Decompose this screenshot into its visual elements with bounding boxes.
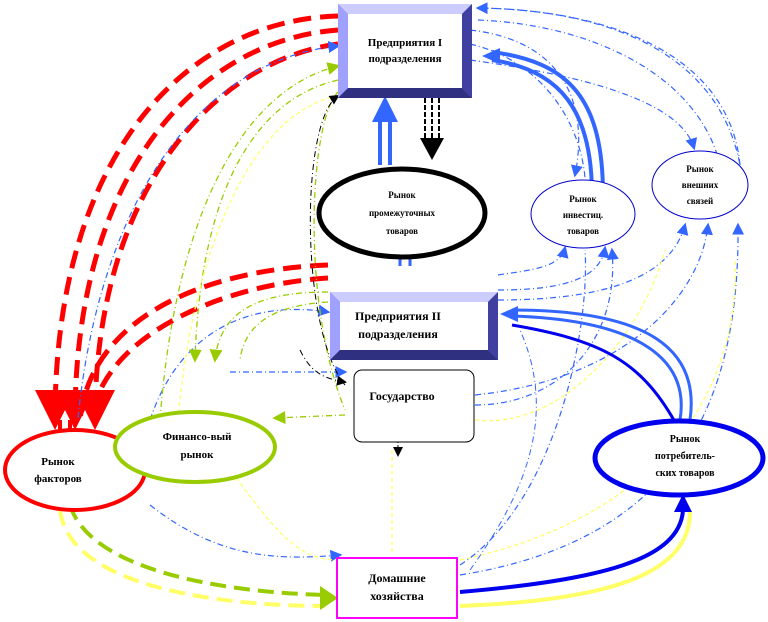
- flow-black-to-state: [299, 349, 347, 386]
- investment-line2: инвестиц.: [563, 210, 603, 220]
- flow-blue-households-e2: [469, 329, 537, 571]
- enterprise-1-line2: подразделения: [368, 53, 441, 65]
- consumer-line1: Рынок: [670, 434, 701, 445]
- node-intermediate-market: Рынок промежуточных товаров: [316, 166, 488, 260]
- enterprise-2-line2: подразделения: [358, 327, 438, 341]
- financial-line1: Финансо-вый: [163, 431, 233, 443]
- node-enterprise-1: Предприятия I подразделения: [338, 4, 472, 98]
- flow-yellow-finance-e1: [177, 95, 339, 421]
- flow-red-e2-factors-2: [89, 275, 329, 421]
- consumer-line3: ских товаров: [655, 468, 715, 479]
- flow-factors-households: [58, 504, 338, 610]
- flow-blue-intermediate-e1: [372, 96, 412, 266]
- node-financial-market: Финансо-вый рынок: [113, 410, 277, 484]
- external-line2: внешних: [682, 180, 719, 190]
- flow-blue-e1-invest-1: [469, 29, 583, 178]
- flow-olive-e2-finance-1: [209, 291, 329, 363]
- node-households: Домашние хозяйства: [336, 557, 458, 619]
- flow-red-e1-factors-1: [35, 13, 339, 430]
- intermediate-line3: товаров: [386, 226, 418, 236]
- flow-blue-e1-invest-2: [469, 43, 586, 179]
- households-line2: хозяйства: [370, 589, 423, 603]
- node-consumer-market: Рынок потребитель- ских товаров: [592, 418, 766, 498]
- flow-blue-invest-e1: [482, 48, 605, 196]
- flow-red-factors: [35, 13, 339, 445]
- flow-blue-factors-e1: [77, 41, 341, 419]
- enterprise-2-line1: Предприятия II: [355, 309, 441, 323]
- flow-yellow: [177, 95, 736, 561]
- flow-black-e1-intermediate: [420, 98, 444, 160]
- flow-olive: [159, 62, 346, 425]
- investment-line1: Рынок: [569, 194, 597, 204]
- flow-red-e1-factors-2: [55, 27, 339, 430]
- external-line1: Рынок: [686, 164, 714, 174]
- flow-olive-finance-e1-1: [159, 62, 341, 421]
- flow-blue-e1-external: [469, 59, 698, 151]
- flow-olive-e1-finance: [188, 79, 339, 363]
- flow-red-e1-factors-3: [75, 41, 339, 430]
- flow-blue-finance-e2: [149, 304, 331, 421]
- flow-blue-to-households: [149, 504, 343, 562]
- flow-olive-state-finance: [272, 411, 346, 425]
- flow-black-state-e1: [309, 94, 346, 386]
- flow-blue-e2-invest-1: [497, 245, 569, 276]
- flow-blue-e2-invest-2: [497, 245, 610, 291]
- flow-yellow-households-external: [459, 259, 736, 561]
- node-external-market: Рынок внешних связей: [651, 150, 749, 220]
- flow-blue-external-e1-1: [477, 7, 741, 166]
- flow-yellow-state-external: [474, 249, 666, 422]
- node-state: Государство: [353, 369, 475, 443]
- flow-yellow-finance-households: [219, 454, 341, 561]
- factor-line1: Рынок: [41, 456, 75, 468]
- flow-olive-e1-state: [313, 91, 346, 411]
- investment-line3: товаров: [567, 226, 599, 236]
- external-line3: связей: [687, 196, 713, 206]
- state-line1: Государство: [369, 389, 434, 403]
- flow-households-consumer: [459, 494, 692, 608]
- financial-line2: рынок: [181, 449, 215, 461]
- flow-blue-external-e1-arrow: [475, 2, 741, 166]
- intermediate-line1: Рынок: [388, 190, 416, 200]
- intermediate-line2: промежуточных: [369, 208, 436, 218]
- flow-blue-state-external: [474, 222, 713, 396]
- node-investment-market: Рынок инвестиц. товаров: [530, 179, 636, 249]
- node-enterprise-2: Предприятия II подразделения: [330, 292, 498, 360]
- factor-line2: факторов: [34, 473, 82, 485]
- consumer-line2: потребитель-: [655, 451, 715, 462]
- flow-blue-households-external: [459, 222, 745, 576]
- enterprise-1-line1: Предприятия I: [368, 37, 442, 49]
- flow-blue-consumer-e2: [500, 306, 693, 423]
- flow-blue-state-invest: [474, 247, 619, 406]
- flow-blue-households-invest: [459, 249, 587, 566]
- households-line1: Домашние: [368, 571, 426, 585]
- flow-olive-e2-finance-2: [239, 301, 329, 361]
- flow-red-e2-factors-1: [77, 262, 329, 421]
